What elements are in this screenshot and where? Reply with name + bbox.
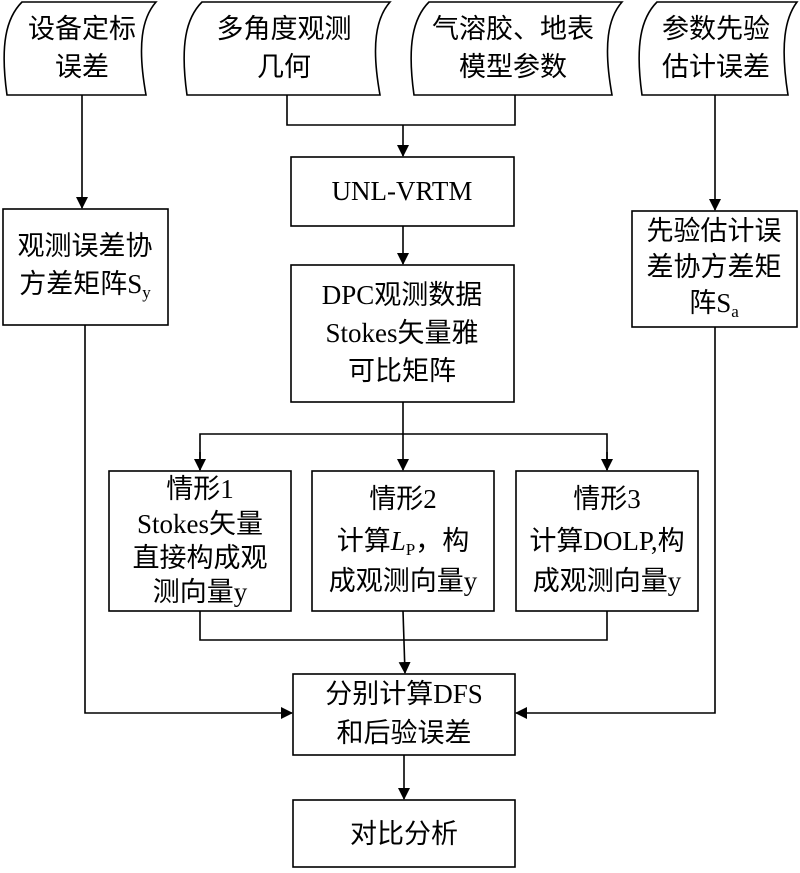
calib-error-line-2: 误差 xyxy=(55,52,109,82)
case1-line-1: 情形1 xyxy=(166,474,234,504)
case2-line-1: 情形2 xyxy=(369,484,437,514)
obs-cov-line-1: 观测误差协 xyxy=(18,231,153,261)
input-prior-estimate-error: 参数先验 估计误差 xyxy=(638,1,799,96)
case2-line-3: 成观测向量y xyxy=(329,566,478,596)
input-model-parameters: 气溶胶、地表 模型参数 xyxy=(410,1,624,96)
prior-cov-line-3-sub: a xyxy=(731,302,739,321)
compute-line-2: 和后验误差 xyxy=(337,718,472,748)
case2-variable: L xyxy=(390,526,406,556)
connectors xyxy=(76,95,721,800)
obs-cov-line-2-sub: y xyxy=(142,283,151,302)
box-case-1: 情形1 Stokes矢量 直接构成观 测向量y xyxy=(108,470,292,612)
case1-line-2: Stokes矢量 xyxy=(137,509,263,539)
box-observation-covariance: 观测误差协 方差矩阵Sy xyxy=(2,208,169,326)
model-params-line-2: 模型参数 xyxy=(459,52,567,82)
obs-cov-line-2-main: 方差矩阵S xyxy=(19,269,142,299)
box-case-2: 情形2 计算LP，构 成观测向量y xyxy=(311,470,495,612)
case2-compute: 计算 xyxy=(337,526,391,556)
comparison-label: 对比分析 xyxy=(350,819,458,849)
box-compute-dfs: 分别计算DFS 和后验误差 xyxy=(292,673,516,756)
case3-line-1: 情形3 xyxy=(573,484,641,514)
box-unl-vrtm: UNL-VRTM xyxy=(290,156,515,227)
box-comparison: 对比分析 xyxy=(292,799,516,868)
model-params-line-1: 气溶胶、地表 xyxy=(432,14,594,44)
unl-vrtm-label: UNL-VRTM xyxy=(332,176,473,206)
connector-inputs-merge xyxy=(286,95,516,126)
prior-cov-line-3: 阵Sa xyxy=(689,288,739,321)
prior-cov-line-3-main: 阵S xyxy=(689,288,731,318)
prior-error-line-1: 参数先验 xyxy=(662,14,770,44)
box-stokes-jacobian: DPC观测数据 Stokes矢量雅 可比矩阵 xyxy=(290,264,515,403)
case1-line-3: 直接构成观 xyxy=(133,543,268,573)
box-prior-covariance: 先验估计误 差协方差矩 阵Sa xyxy=(631,210,798,328)
jacobian-line-1: DPC观测数据 xyxy=(322,280,483,310)
arrow-obs-cov-to-compute xyxy=(84,325,293,719)
case2-line-2: 计算LP，构 xyxy=(337,526,470,559)
case2-variable-sub: P xyxy=(406,540,415,559)
case2-compose: ，构 xyxy=(415,526,469,556)
geometry-line-2: 几何 xyxy=(257,52,311,82)
geometry-line-1: 多角度观测 xyxy=(217,14,352,44)
input-observation-geometry: 多角度观测 几何 xyxy=(183,1,392,96)
arrow-to-compute xyxy=(398,610,411,674)
calib-error-line-1: 设备定标 xyxy=(28,14,136,44)
case3-line-3: 成观测向量y xyxy=(533,566,682,596)
compute-line-1: 分别计算DFS xyxy=(325,679,483,709)
jacobian-line-2: Stokes矢量雅 xyxy=(325,318,478,348)
box-case-3: 情形3 计算DOLP,构 成观测向量y xyxy=(515,470,699,612)
case1-line-4: 测向量y xyxy=(153,577,248,607)
prior-error-line-2: 估计误差 xyxy=(662,52,770,82)
arrow-prior-cov-to-compute xyxy=(515,327,716,719)
input-calibration-error: 设备定标 误差 xyxy=(3,1,158,96)
prior-cov-line-1: 先验估计误 xyxy=(647,216,782,246)
obs-cov-line-2: 方差矩阵Sy xyxy=(19,269,151,302)
prior-cov-line-2: 差协方差矩 xyxy=(647,252,782,282)
jacobian-line-3: 可比矩阵 xyxy=(348,356,456,386)
case3-line-2: 计算DOLP,构 xyxy=(529,526,684,556)
